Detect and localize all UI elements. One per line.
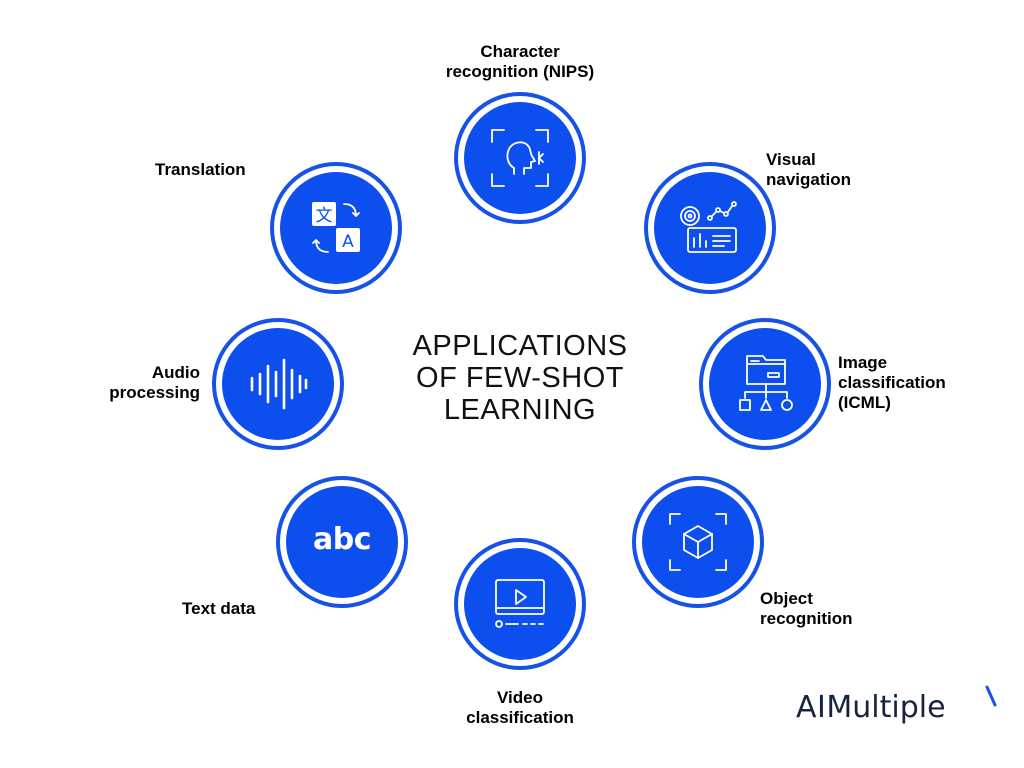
translate-glyph-latin: A: [342, 232, 354, 252]
node-character-recognition: [454, 92, 586, 224]
label-visual-navigation: Visual navigation: [766, 150, 852, 189]
video-player-icon: [495, 579, 545, 628]
cube-scan-icon: [669, 513, 727, 571]
translate-glyph-cjk: 文: [316, 206, 333, 226]
node-image-classification: [699, 318, 831, 450]
node-video-classification: [454, 538, 586, 670]
label-audio-processing: Audio processing: [109, 363, 200, 402]
node-audio-processing: [212, 318, 344, 450]
label-text-data: Text data: [182, 599, 256, 618]
dashboard-icon: [680, 201, 737, 253]
translate-icon: 文 A: [312, 202, 360, 253]
aimultiple-logo: AIMultiple: [796, 690, 946, 725]
label-translation: Translation: [155, 160, 246, 179]
logo-mark-icon: [985, 685, 997, 707]
face-scan-icon: [491, 129, 549, 187]
label-image-classification: Image classification (ICML): [838, 353, 946, 412]
label-character-recognition: Character recognition (NIPS): [445, 42, 595, 81]
sound-wave-icon: [250, 358, 308, 410]
diagram-title: APPLICATIONS OF FEW-SHOT LEARNING: [412, 330, 628, 426]
abc-icon: abc: [312, 522, 372, 557]
node-text-data: abc: [276, 476, 408, 608]
node-object-recognition: [632, 476, 764, 608]
label-video-classification: Video classification: [466, 688, 574, 727]
folder-hierarchy-icon: [739, 355, 793, 411]
label-object-recognition: Object recognition: [760, 589, 853, 628]
node-translation: 文 A: [270, 162, 402, 294]
node-visual-navigation: [644, 162, 776, 294]
